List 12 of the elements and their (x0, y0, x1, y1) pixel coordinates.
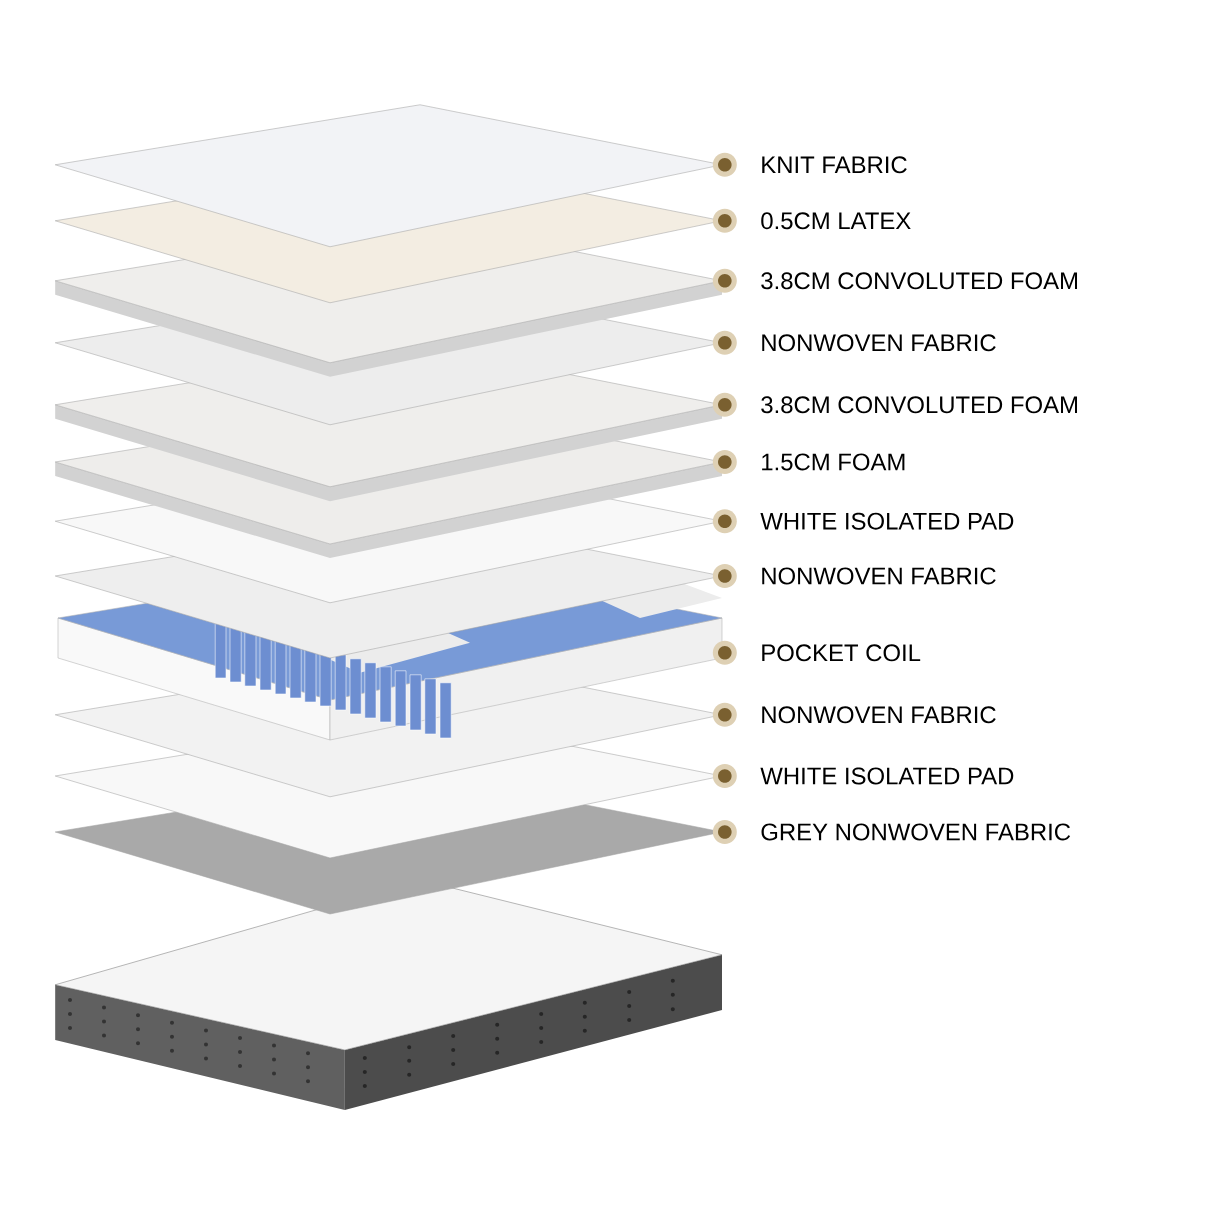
layer-label: GREY NONWOVEN FABRIC (761, 823, 1071, 841)
layer-label: 3.8CM CONVOLUTED FOAM (761, 396, 1077, 414)
layer-label: WHITE ISOLATED PAD (760, 767, 1014, 785)
layer-label: NONWOVEN FABRIC (762, 567, 996, 585)
layer-label: 3.8CM CONVOLUTED FOAM (761, 272, 1077, 290)
layer-label: 1.5CM FOAM (762, 453, 905, 471)
layer-label: NONWOVEN FABRIC (762, 334, 996, 352)
layer-label: NONWOVEN FABRIC (762, 706, 996, 724)
layer-label: 0.5CM LATEX (761, 212, 911, 230)
layer-label: WHITE ISOLATED PAD (760, 512, 1014, 530)
layer-label: KNIT FABRIC (762, 156, 907, 174)
layer-label: POCKET COIL (762, 644, 921, 662)
